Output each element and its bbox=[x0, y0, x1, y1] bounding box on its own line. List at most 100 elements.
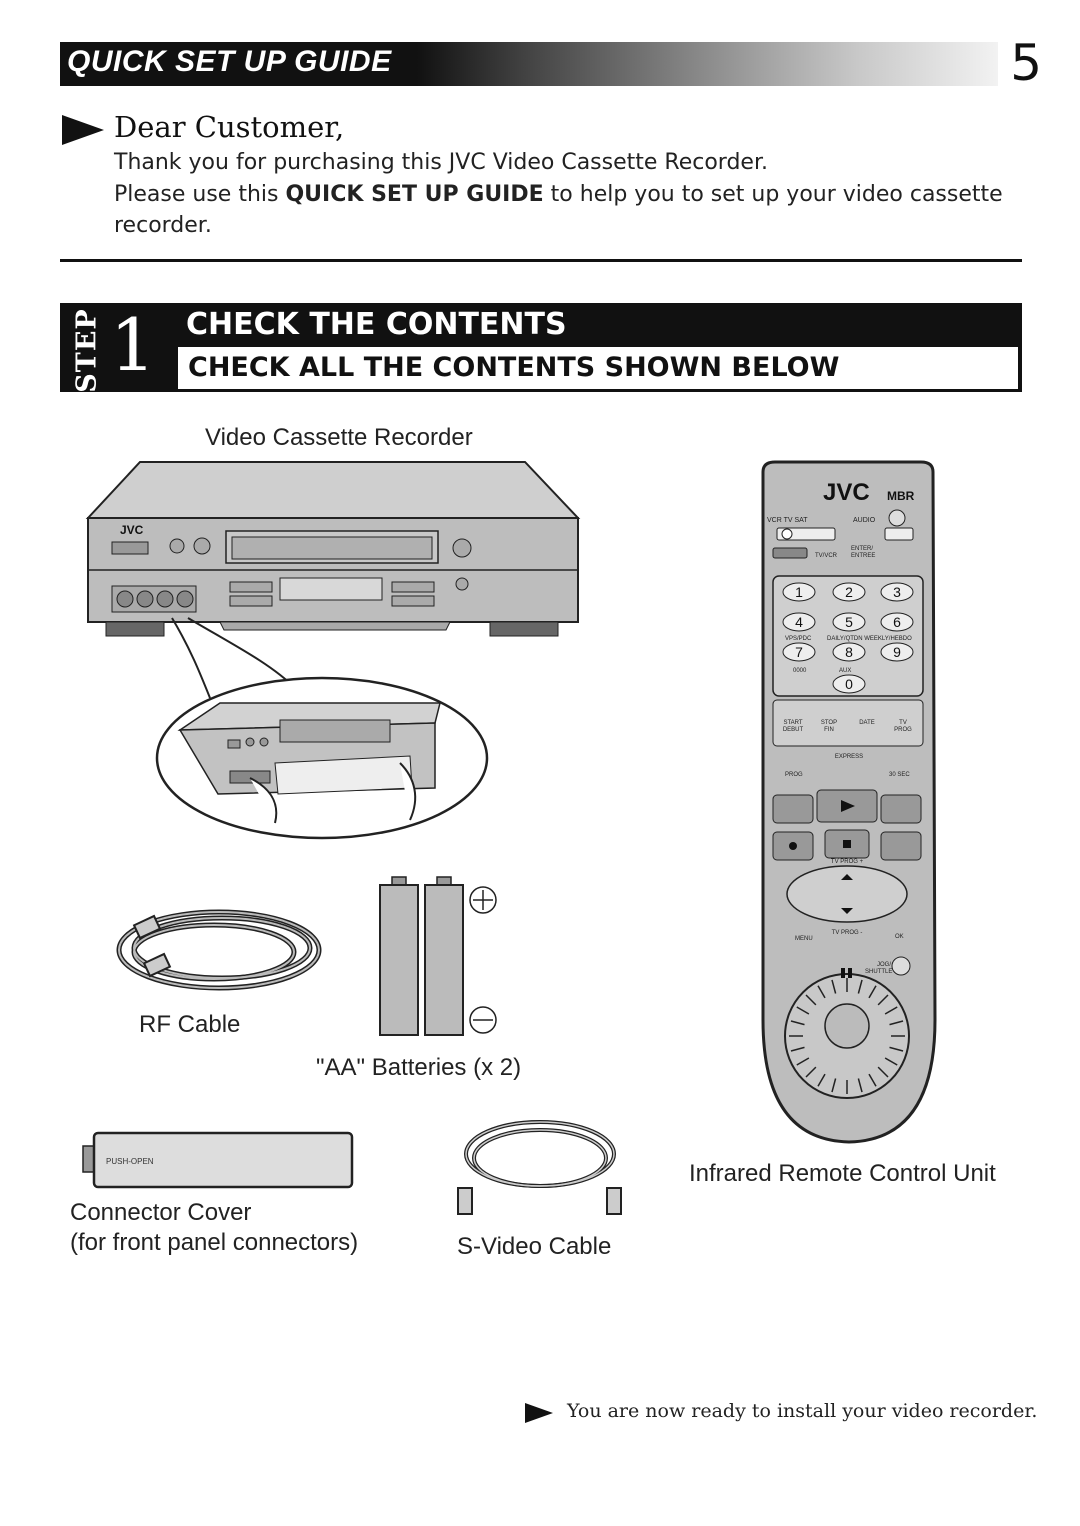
play-icon bbox=[841, 800, 855, 812]
vcr-caption: Video Cassette Recorder bbox=[205, 424, 473, 451]
step-subheading-box bbox=[178, 347, 1018, 389]
dial-ridge bbox=[889, 1046, 904, 1052]
keypad-key-label: 0 bbox=[845, 676, 853, 692]
keypad-key-label: 2 bbox=[845, 584, 853, 600]
remote-label: FIN bbox=[824, 727, 834, 733]
dial-ridge bbox=[857, 1078, 863, 1093]
fast-forward-button bbox=[880, 794, 922, 824]
dial-ridge bbox=[877, 1066, 889, 1078]
guide-name: QUICK SET UP GUIDE bbox=[285, 182, 544, 207]
remote-label: ENTER/ bbox=[851, 546, 873, 552]
step-subheading: CHECK ALL THE CONTENTS SHOWN BELOW bbox=[188, 352, 840, 383]
intro-line-1: Thank you for purchasing this JVC Video … bbox=[114, 150, 768, 175]
arrow-icon bbox=[62, 115, 104, 145]
dial-ridge bbox=[796, 1006, 810, 1015]
keypad-key bbox=[832, 582, 866, 602]
keypad-key-label: 8 bbox=[845, 644, 853, 660]
down-icon bbox=[841, 908, 853, 914]
remote-label: TV/VCR bbox=[815, 553, 838, 559]
footer-note: You are now ready to install your video … bbox=[567, 1400, 1038, 1422]
remote-label: VCR TV SAT bbox=[767, 517, 808, 524]
dial-ridge bbox=[790, 1020, 805, 1026]
keypad-key-label: 5 bbox=[845, 614, 853, 630]
keypad-key bbox=[782, 642, 816, 662]
greeting-title: Dear Customer, bbox=[114, 110, 345, 144]
remote-illustration: JVC MBR VCR TV SAT AUDIO ENTER/ ENTREE T… bbox=[761, 460, 937, 1144]
remote-label: VPS/PDC bbox=[785, 636, 812, 642]
header-bar bbox=[60, 42, 998, 86]
remote-label: PROG bbox=[785, 772, 803, 778]
page-title: QUICK SET UP GUIDE bbox=[67, 45, 392, 78]
remote-label: 0000 bbox=[793, 668, 807, 674]
remote-label: STOP bbox=[821, 720, 837, 726]
dial-ridge bbox=[868, 985, 877, 999]
dial-ridge bbox=[805, 994, 817, 1006]
connector-cover-note: (for front panel connectors) bbox=[70, 1229, 359, 1256]
dial-ridge bbox=[790, 1046, 805, 1052]
dial-ridge bbox=[868, 1073, 877, 1087]
remote-label: DAILY/QTDN WEEKLY/HEBDO bbox=[827, 636, 912, 642]
page-number: 5 bbox=[1010, 34, 1042, 92]
keypad-key bbox=[782, 612, 816, 632]
remote-label: START bbox=[783, 720, 802, 726]
remote-label: JOG/ bbox=[877, 962, 891, 968]
record-icon bbox=[789, 842, 797, 850]
svideo-cable-caption: S-Video Cable bbox=[457, 1233, 612, 1260]
remote-label: DEBUT bbox=[783, 727, 804, 733]
keypad-key-label: 4 bbox=[795, 614, 803, 630]
dial-ridge bbox=[831, 1078, 837, 1093]
remote-label: EXPRESS bbox=[835, 754, 863, 760]
keypad-key-label: 6 bbox=[893, 614, 901, 630]
remote-label: DATE bbox=[859, 720, 875, 726]
step-label: STEP bbox=[71, 308, 103, 393]
keypad-key bbox=[880, 582, 914, 602]
remote-label: AUX bbox=[839, 668, 851, 674]
dial-ridge bbox=[817, 1073, 826, 1087]
vcr-brand: JVC bbox=[120, 523, 144, 537]
step-number: 1 bbox=[110, 303, 156, 387]
connector-cover-illustration: PUSH-OPEN bbox=[82, 1131, 354, 1189]
dial-ridge bbox=[805, 1066, 817, 1078]
arrow-icon bbox=[525, 1403, 553, 1423]
keypad-key-label: 3 bbox=[893, 584, 901, 600]
intro-line-2: Please use this QUICK SET UP GUIDE to he… bbox=[114, 182, 1003, 207]
keypad-key-label: 1 bbox=[795, 584, 803, 600]
remote-label: AUDIO bbox=[853, 517, 876, 524]
keypad-key bbox=[832, 612, 866, 632]
remote-label: OK bbox=[895, 934, 904, 940]
remote-label: TV bbox=[899, 720, 907, 726]
dial-ridge bbox=[884, 1006, 898, 1015]
remote-label: TV PROG - bbox=[832, 930, 863, 936]
dial-ridge bbox=[884, 1057, 898, 1066]
remote-label: TV PROG + bbox=[831, 859, 864, 865]
intro-line-3: recorder. bbox=[114, 213, 212, 238]
remote-label: SHUTTLE bbox=[865, 969, 892, 975]
keypad-key bbox=[880, 642, 914, 662]
batteries-illustration bbox=[379, 876, 497, 1036]
cover-label: PUSH-OPEN bbox=[106, 1157, 154, 1166]
stop-icon bbox=[843, 840, 851, 848]
dial-ridge bbox=[817, 985, 826, 999]
remote-logo: MBR bbox=[887, 489, 915, 503]
vcr-illustration: JVC bbox=[85, 461, 581, 840]
remote-brand: JVC bbox=[823, 479, 870, 506]
rewind-button bbox=[772, 794, 814, 824]
connector-cover-caption: Connector Cover bbox=[70, 1199, 252, 1226]
dial-ridge bbox=[877, 994, 889, 1006]
remote-label: 30 SEC bbox=[889, 772, 910, 778]
keypad-key-label: 7 bbox=[795, 644, 803, 660]
divider bbox=[60, 259, 1022, 262]
remote-label: PROG bbox=[894, 727, 912, 733]
keypad-key bbox=[880, 612, 914, 632]
rf-cable-caption: RF Cable bbox=[139, 1011, 241, 1038]
dial-ridge bbox=[831, 979, 837, 994]
keypad-key bbox=[832, 642, 866, 662]
keypad-key bbox=[782, 582, 816, 602]
dial-ridge bbox=[889, 1020, 904, 1026]
remote-caption: Infrared Remote Control Unit bbox=[689, 1160, 996, 1187]
up-icon bbox=[841, 874, 853, 880]
dial-ridge bbox=[857, 979, 863, 994]
remote-label: MENU bbox=[795, 936, 813, 942]
svideo-cable-illustration bbox=[457, 1120, 622, 1215]
